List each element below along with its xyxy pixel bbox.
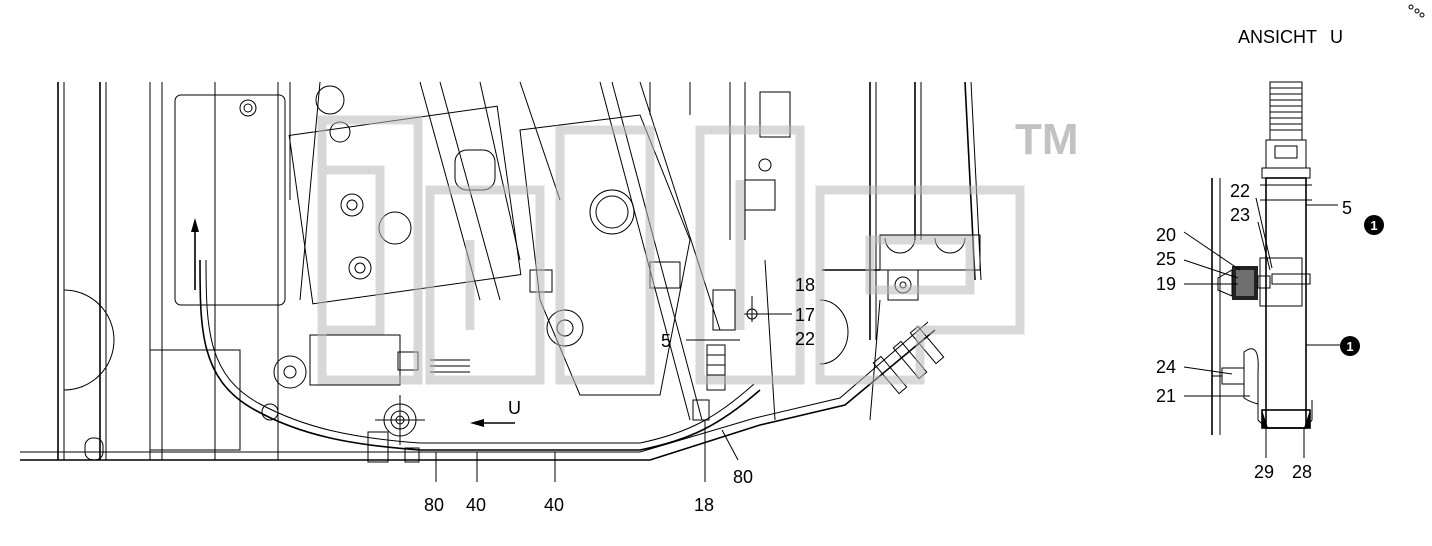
view-callout-29: 29 (1254, 462, 1274, 482)
flow-arrow-label: U (508, 398, 521, 418)
view-callout-23: 23 (1230, 205, 1250, 225)
callout-17: 17 (795, 305, 815, 325)
view-callout-20: 20 (1156, 225, 1176, 245)
svg-text:1: 1 (1346, 339, 1353, 354)
watermark-trademark: TM (1015, 115, 1079, 164)
svg-text:1: 1 (1370, 218, 1377, 233)
view-callout-19: 19 (1156, 274, 1176, 294)
callout-18-bottom: 18 (694, 495, 714, 515)
main-assembly-view (20, 81, 982, 463)
callout-40-b: 40 (544, 495, 564, 515)
view-callout-5: 5 (1342, 198, 1352, 218)
callout-80-left: 80 (424, 495, 444, 515)
callout-18-top: 18 (795, 275, 815, 295)
marker-1-bottom: 1 (1340, 336, 1360, 356)
watermark: TM (317, 115, 1079, 385)
view-title: ANSICHT (1238, 27, 1317, 47)
callout-40-a: 40 (466, 495, 486, 515)
callout-80-right: 80 (733, 467, 753, 487)
view-callout-28: 28 (1292, 462, 1312, 482)
callout-22: 22 (795, 329, 815, 349)
detail-view-u: ANSICHT U (1156, 4, 1425, 482)
marker-1-top: 1 (1364, 215, 1384, 235)
view-callout-22: 22 (1230, 181, 1250, 201)
main-callouts: 18 17 5 22 U 80 40 40 18 80 (424, 275, 815, 515)
callout-5: 5 (661, 331, 671, 351)
view-letter: U (1330, 27, 1343, 47)
view-callout-21: 21 (1156, 386, 1176, 406)
view-callout-25: 25 (1156, 249, 1176, 269)
view-callout-24: 24 (1156, 357, 1176, 377)
